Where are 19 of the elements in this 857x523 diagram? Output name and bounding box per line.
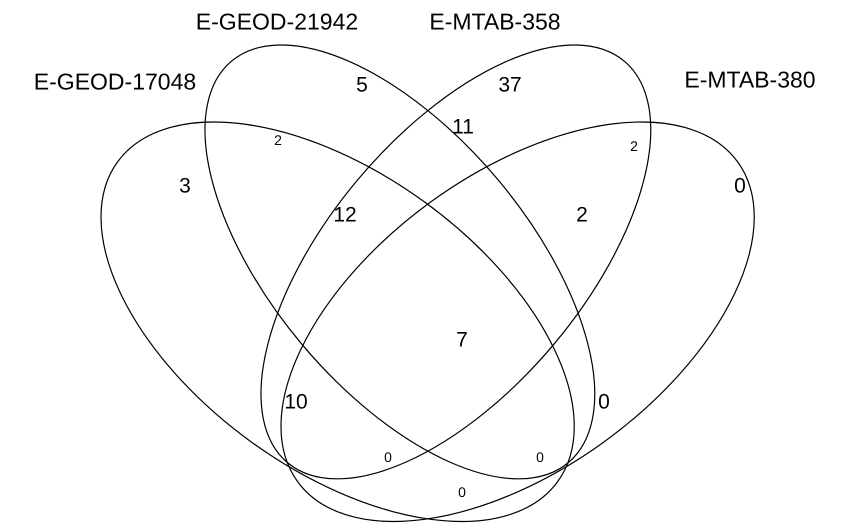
region-count: 2 [630,139,638,153]
region-count: 7 [456,330,468,350]
region-count: 3 [179,176,191,196]
region-count: 5 [356,74,368,96]
region-count: 0 [536,450,544,464]
region-count: 37 [498,74,522,96]
region-count: 12 [333,204,357,226]
region-count: 2 [576,204,588,226]
region-count: 0 [734,176,746,196]
region-count: 0 [458,485,466,499]
set-label: E-MTAB-380 [684,68,816,92]
region-count: 0 [384,450,392,464]
region-count: 10 [284,392,308,412]
set-label: E-GEOD-21942 [196,10,358,34]
set-label: E-GEOD-17048 [34,70,196,94]
region-count: 2 [274,133,282,147]
region-count: 0 [598,392,610,412]
region-count: 11 [452,116,474,138]
set-label: E-MTAB-358 [429,10,561,34]
